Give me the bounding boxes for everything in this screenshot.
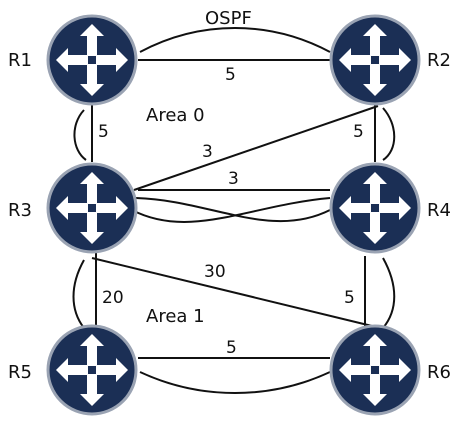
area0-boundary-top [139,27,331,53]
area0-boundary-right [382,107,396,161]
router-r3-icon [46,162,138,254]
router-r6-icon [329,324,421,416]
router-r2-icon [329,14,421,106]
link-cost-r3-r6: 30 [204,262,226,282]
router-r1-icon [46,14,138,106]
router-r4-icon [329,162,421,254]
area1-label: Area 1 [146,306,205,327]
area1-boundary-left [72,259,85,329]
link-cost-r1-r2: 5 [225,65,236,85]
router-r4-label: R4 [427,200,451,221]
diagram-title: OSPF [205,8,252,29]
area-boundary-middle-2 [135,197,331,223]
area1-boundary-bottom [139,371,331,394]
area0-label: Area 0 [146,105,205,126]
link-cost-r3-r5: 20 [102,288,124,308]
router-r3-label: R3 [8,200,32,221]
link-r2-r3 [133,105,379,191]
link-cost-r2-r3: 3 [202,142,213,162]
router-r5-icon [46,324,138,416]
router-r2-label: R2 [427,50,451,71]
link-cost-r5-r6: 5 [226,338,237,358]
area1-boundary-right [382,257,396,329]
router-r6-label: R6 [427,362,451,383]
router-r5-label: R5 [8,362,32,383]
link-cost-r2-r4: 5 [353,122,364,142]
link-cost-r4-r6: 5 [344,288,355,308]
area0-boundary-left [73,109,87,161]
link-cost-r3-r4: 3 [228,169,239,189]
link-cost-r1-r3: 5 [98,122,109,142]
link-r3-r6 [91,257,373,327]
router-r1-label: R1 [8,50,32,71]
area-boundary-middle [131,197,331,223]
